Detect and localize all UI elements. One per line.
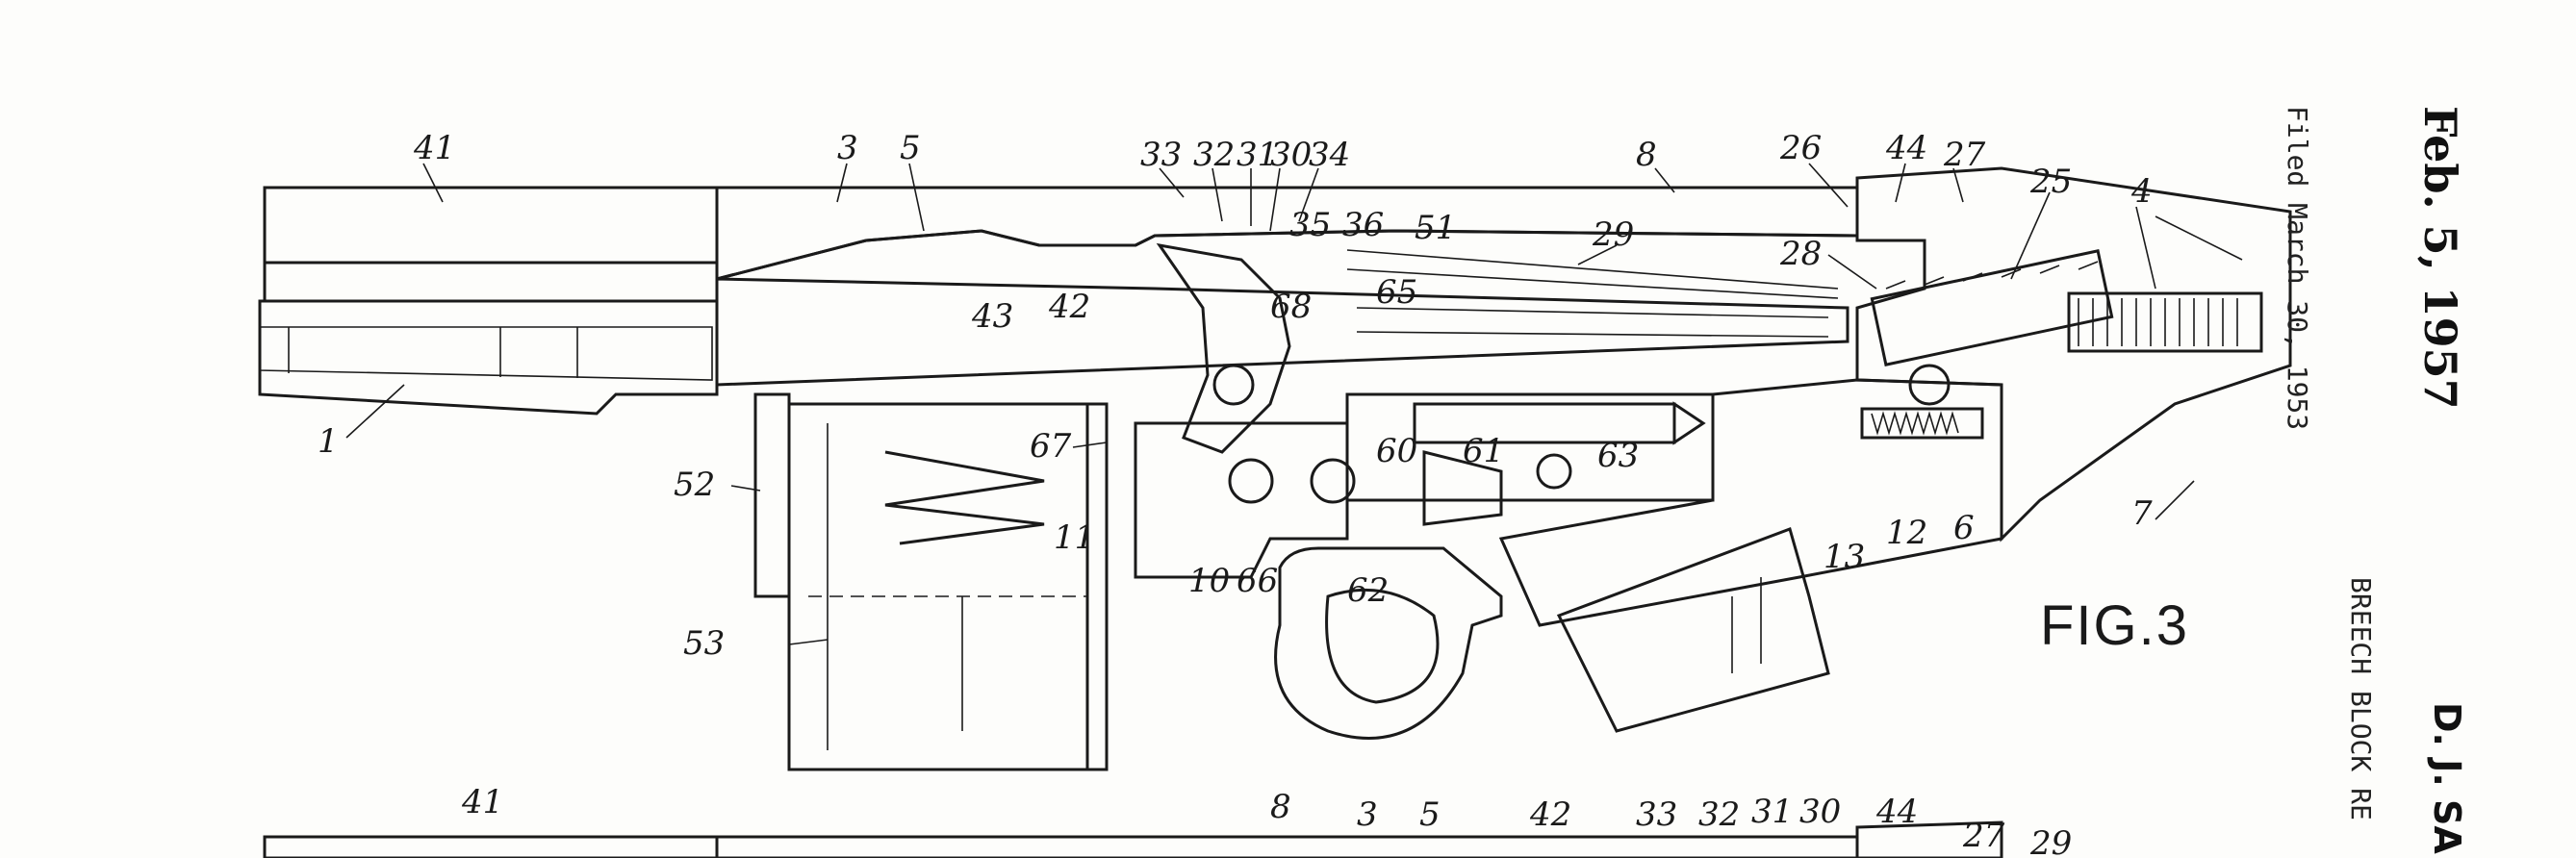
lower-assembly xyxy=(263,820,2003,858)
label-41: 41 xyxy=(413,129,455,167)
label-13: 13 xyxy=(1824,538,1865,576)
label-33: 33 xyxy=(1140,136,1182,174)
label-5: 5 xyxy=(900,129,921,167)
label-30: 30 xyxy=(1270,136,1312,174)
label-7: 7 xyxy=(2131,494,2153,533)
label-4: 4 xyxy=(2130,172,2153,211)
label-51: 51 xyxy=(1415,209,1456,247)
fig3-assembly xyxy=(258,166,2292,771)
label-31-lower: 31 xyxy=(1751,793,1793,831)
part-labels: 41 3 5 33 32 31 30 34 8 26 44 27 25 4 35… xyxy=(318,129,2153,858)
lock-block xyxy=(1345,378,2003,627)
label-62: 62 xyxy=(1347,571,1389,610)
label-3: 3 xyxy=(837,129,858,167)
label-8: 8 xyxy=(1636,136,1657,174)
filing-date: Filed March 30, 1953 xyxy=(2282,106,2313,430)
barrel xyxy=(258,186,719,416)
label-32: 32 xyxy=(1193,136,1235,174)
leader-lines xyxy=(345,163,2243,645)
label-29-lower: 29 xyxy=(2029,824,2072,858)
label-12: 12 xyxy=(1886,514,1927,552)
label-25: 25 xyxy=(2029,163,2072,201)
label-11: 11 xyxy=(1054,518,1095,557)
patent-header: Feb. 5, 1957 Filed March 30, 1953 D. J. … xyxy=(2282,106,2468,854)
label-63: 63 xyxy=(1597,437,1639,475)
patent-title: BREECH BLOCK RE xyxy=(2345,577,2377,820)
label-42-lower: 42 xyxy=(1529,795,1571,834)
figure-label: FIG.3 xyxy=(2040,594,2189,657)
label-30-lower: 30 xyxy=(1799,793,1841,831)
label-52: 52 xyxy=(674,466,715,504)
label-41-lower: 41 xyxy=(461,783,503,821)
recoil-spring xyxy=(2067,291,2263,353)
label-60: 60 xyxy=(1376,432,1417,470)
label-43: 43 xyxy=(971,297,1013,336)
label-35: 35 xyxy=(1289,206,1331,244)
label-53: 53 xyxy=(683,624,725,663)
label-5-lower: 5 xyxy=(1419,795,1441,834)
label-10: 10 xyxy=(1188,562,1230,600)
breech-block xyxy=(1156,242,1291,454)
label-8-lower: 8 xyxy=(1270,788,1291,826)
magazine xyxy=(753,392,1109,771)
label-68: 68 xyxy=(1270,288,1312,326)
label-31: 31 xyxy=(1237,136,1278,174)
inventor-name: D. J. SA xyxy=(2426,702,2468,854)
label-42: 42 xyxy=(1048,288,1090,326)
label-44-lower: 44 xyxy=(1875,793,1918,831)
label-29: 29 xyxy=(1592,215,1634,254)
buttstock xyxy=(1855,166,2292,543)
label-61: 61 xyxy=(1463,432,1504,470)
label-44: 44 xyxy=(1885,129,1927,167)
label-33-lower: 33 xyxy=(1636,795,1677,834)
label-32-lower: 32 xyxy=(1698,795,1740,834)
label-26: 26 xyxy=(1779,129,1822,167)
label-27: 27 xyxy=(1943,136,1986,174)
label-66: 66 xyxy=(1237,562,1278,600)
label-65: 65 xyxy=(1376,273,1417,312)
label-36: 36 xyxy=(1342,206,1384,244)
label-27-lower: 27 xyxy=(1962,817,2005,855)
label-1: 1 xyxy=(318,422,339,461)
trigger-guard xyxy=(1134,421,1503,740)
patent-date: Feb. 5, 1957 xyxy=(2414,106,2466,410)
pistol-grip xyxy=(1556,527,1830,733)
label-6: 6 xyxy=(1953,509,1975,547)
label-3-lower: 3 xyxy=(1357,795,1378,834)
label-28: 28 xyxy=(1779,235,1822,273)
label-34: 34 xyxy=(1309,136,1350,174)
label-67: 67 xyxy=(1030,427,1072,466)
